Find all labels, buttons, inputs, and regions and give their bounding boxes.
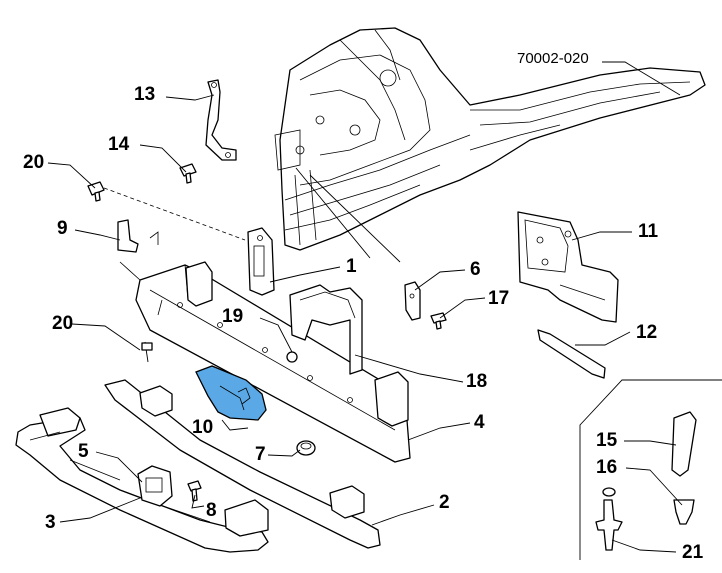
part-21-push-rivet bbox=[595, 499, 623, 551]
part-17-bolt bbox=[430, 312, 447, 330]
callout-8: 8 bbox=[206, 500, 217, 521]
inset-detail-panel bbox=[579, 379, 722, 560]
callout-2: 2 bbox=[439, 492, 450, 513]
callout-1: 1 bbox=[346, 256, 357, 277]
callout-4: 4 bbox=[474, 412, 485, 433]
part-8-bolt bbox=[187, 480, 202, 502]
callout-20-upper: 20 bbox=[23, 152, 44, 173]
callout-21: 21 bbox=[682, 542, 704, 563]
callout-11: 11 bbox=[638, 221, 659, 242]
callout-6: 6 bbox=[470, 259, 481, 280]
part-7-grommet bbox=[296, 440, 316, 456]
part-9-bracket bbox=[117, 219, 159, 253]
callout-labels: 13 14 20 9 1 6 17 11 12 19 20 18 4 10 7 … bbox=[23, 84, 704, 563]
part-10-air-deflector-highlighted bbox=[195, 365, 267, 421]
callout-17: 17 bbox=[488, 288, 509, 309]
reference-code-leader bbox=[602, 61, 681, 96]
part-2-lower-beam bbox=[104, 379, 381, 549]
callout-5: 5 bbox=[78, 441, 89, 462]
callout-7: 7 bbox=[255, 444, 266, 465]
part-11-side-bracket bbox=[517, 211, 619, 323]
part-20-bolt-upper bbox=[87, 181, 246, 241]
reference-code: 70002-020 bbox=[517, 50, 589, 67]
callout-9: 9 bbox=[57, 218, 68, 239]
callout-14: 14 bbox=[108, 134, 130, 155]
part-15-clip-bracket bbox=[671, 411, 697, 477]
callout-10: 10 bbox=[192, 417, 213, 438]
part-3-lower-rail bbox=[15, 407, 269, 553]
chassis-frame bbox=[274, 27, 706, 263]
callout-leader-lines bbox=[47, 94, 683, 553]
part-12-strip-bracket bbox=[537, 329, 606, 379]
callout-15: 15 bbox=[596, 430, 618, 451]
part-19-nut bbox=[286, 351, 298, 363]
callout-13: 13 bbox=[134, 84, 155, 105]
part-18-bracket bbox=[289, 284, 363, 375]
callout-3: 3 bbox=[45, 512, 56, 533]
part-14-bolt bbox=[179, 163, 197, 184]
part-16-clip-nut bbox=[673, 499, 695, 525]
part-5-mount-block bbox=[137, 465, 173, 507]
callout-20-lower: 20 bbox=[52, 313, 73, 334]
callout-19: 19 bbox=[222, 306, 243, 327]
callout-12: 12 bbox=[636, 322, 657, 343]
part-4-crossmember bbox=[119, 261, 411, 463]
callout-18: 18 bbox=[466, 371, 487, 392]
callout-16: 16 bbox=[596, 457, 617, 478]
part-6-bracket bbox=[404, 281, 421, 321]
part-1-bracket-plate bbox=[247, 227, 275, 296]
part-13-strap-bracket bbox=[205, 79, 237, 161]
